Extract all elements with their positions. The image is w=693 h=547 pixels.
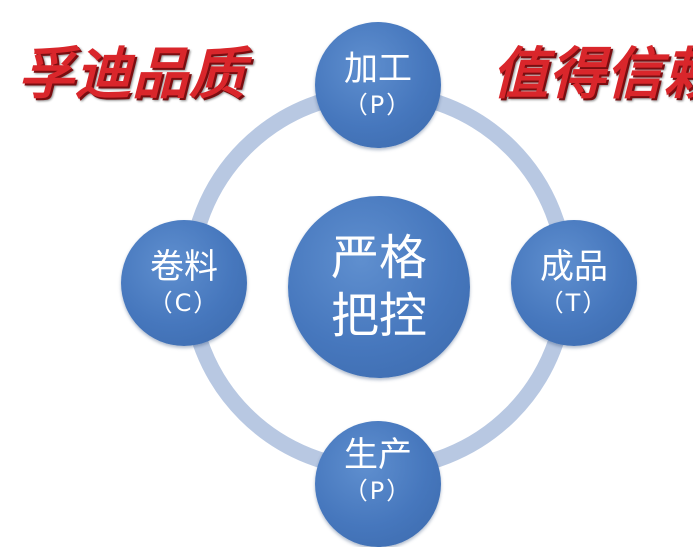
node-production-label: 生产 [344, 435, 412, 475]
node-finished-product: 成品 （T） [511, 220, 637, 346]
node-processing-code: （P） [343, 91, 413, 119]
node-processing-label: 加工 [344, 49, 412, 89]
node-processing: 加工 （P） [315, 22, 441, 148]
slogan-right: 值得信赖 [492, 41, 693, 107]
slogan-left: 孚迪品质 [18, 41, 246, 107]
node-production: 生产 （P） [315, 421, 441, 547]
node-coil-material: 卷料 （C） [121, 220, 247, 346]
node-production-code: （P） [343, 477, 413, 505]
center-strict-control: 严格 把控 [288, 196, 470, 378]
node-finished-product-code: （T） [539, 289, 609, 317]
center-label-line1: 严格 [330, 230, 427, 286]
node-coil-material-label: 卷料 [150, 247, 218, 287]
node-finished-product-label: 成品 [540, 247, 608, 287]
node-coil-material-code: （C） [148, 289, 220, 317]
center-label-line2: 把控 [330, 288, 427, 344]
